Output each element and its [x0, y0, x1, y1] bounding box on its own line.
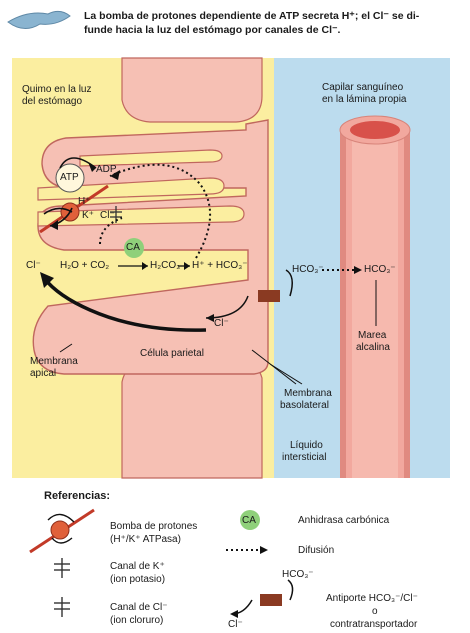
parietal-cell-label: Célula parietal [140, 348, 204, 359]
caption-line-1: La bomba de protones dependiente de ATP … [84, 10, 420, 22]
legend-ca-icon [240, 510, 260, 530]
legend-pump-line-2: (H⁺/K⁺ ATPasa) [110, 534, 181, 545]
adp-label: ADP [96, 164, 117, 175]
cl-diffusion-dotted [99, 217, 123, 245]
atp-symbol [55, 163, 85, 193]
legend-anti-hco3: HCO₃⁻ [282, 569, 314, 580]
interstitial-label-1: Líquido [290, 440, 323, 451]
legend-cl-channel-icon [54, 597, 70, 617]
k-plus-label: K⁺ [82, 210, 94, 221]
canaliculus-upper [37, 177, 225, 201]
basolateral-pointer-2 [269, 363, 303, 385]
capillary-label-2: en la lámina propia [322, 94, 407, 105]
antiporter-basolateral [205, 269, 293, 322]
neighbor-cell-bottom [121, 359, 263, 479]
caption-line-2: funde hacia la luz del estómago por cana… [84, 24, 341, 36]
basolateral-label-1: Membrana [284, 388, 332, 399]
reaction-reactants: H₂O + CO₂ [60, 260, 110, 271]
legend-antiport-3: contratransportador [330, 619, 418, 630]
legend-diffusion: Difusión [298, 545, 335, 556]
interstitial-label-2: intersticial [282, 452, 327, 463]
legend-antiport-2: o [372, 606, 378, 617]
alkaline-label-2: alcalina [356, 342, 390, 353]
legend-cl-channel-2: (ion cloruro) [110, 615, 164, 626]
hco3-blood-label: HCO₃⁻ [364, 264, 396, 275]
ca-enzyme [124, 238, 144, 258]
legend-k-channel-icon [54, 558, 70, 578]
legend-anti-cl: Cl⁻ [228, 619, 243, 630]
legend-antiporter-icon [230, 579, 294, 618]
legend-ca-desc: Anhidrasa carbónica [298, 515, 390, 526]
legend-cl-channel-1: Canal de Cl⁻ [110, 602, 168, 613]
lumen-label-2: del estómago [22, 96, 83, 107]
legend-k-channel-2: (ion potasio) [110, 574, 166, 585]
basolateral-label-2: basolateral [280, 400, 329, 411]
apical-label-2: apical [30, 368, 57, 379]
h-plus-label: H⁺ [78, 196, 91, 207]
legend-ca-symbol: CA [242, 515, 256, 526]
alkaline-label-1: Marea [358, 330, 387, 341]
legend-title: Referencias: [44, 490, 111, 502]
legend-antiport-1: Antiporte HCO₃⁻/Cl⁻ [326, 593, 418, 604]
hco3-interstitial-label: HCO₃⁻ [292, 264, 324, 275]
apical-pointer [59, 343, 73, 353]
cl-thick-arrow [42, 276, 207, 332]
capillary-label-1: Capilar sanguíneo [322, 82, 404, 93]
neighbor-cell-top [121, 57, 263, 123]
atp-label: ATP [60, 172, 79, 183]
k-plus-arrow [43, 207, 73, 215]
cl-baso-label: Cl⁻ [214, 318, 229, 329]
legend-k-channel-1: Canal de K⁺ [110, 561, 165, 572]
caption-icon [7, 10, 71, 29]
canaliculus-lower [37, 205, 245, 227]
legend-pump-line-1: Bomba de protones [110, 521, 198, 532]
cl-pore-label: Cl⁻ [100, 210, 115, 221]
h-hco3-label: H⁺ + HCO₃⁻ [192, 260, 248, 271]
apical-label-1: Membrana [30, 356, 78, 367]
lumen-label-1: Quimo en la luz [22, 84, 92, 95]
blood-capillary [339, 115, 411, 478]
h2co3-label: H₂CO₃ [150, 260, 181, 271]
legend-pump-icon [29, 508, 95, 554]
cl-lumen-label: Cl⁻ [26, 260, 41, 271]
ca-label: CA [126, 242, 140, 253]
canaliculus-deep [79, 149, 223, 167]
